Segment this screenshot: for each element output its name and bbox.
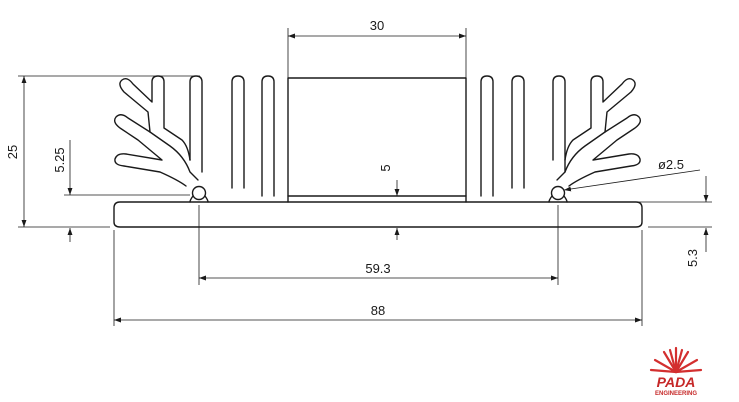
dim-text-5-3: 5.3 [685, 249, 700, 267]
hole-leader [563, 169, 701, 192]
logo-name: PADA [657, 374, 696, 390]
dim-text-5: 5 [378, 164, 393, 171]
dim-text-88: 88 [371, 303, 385, 318]
base-plate [113, 201, 643, 228]
fin-right-3 [552, 75, 566, 173]
fin-left-3 [189, 75, 203, 173]
fin-left-branched [113, 75, 191, 187]
dim-text-25: 25 [5, 145, 20, 159]
right-mounting-hole [550, 185, 566, 201]
fin-left-1 [261, 75, 275, 197]
company-logo: PADA ENGINEERING [649, 346, 703, 397]
center-block [287, 77, 467, 203]
dimension-lines [18, 28, 712, 326]
fin-right-branched [564, 75, 642, 187]
logo-subtitle: ENGINEERING [655, 391, 697, 397]
dim-text-30: 30 [370, 18, 384, 33]
dim-text-59-3: 59.3 [365, 261, 390, 276]
left-mounting-hole [191, 185, 207, 201]
fin-right-1 [480, 75, 494, 197]
fin-right-2 [511, 75, 525, 189]
dim-text-hole: ø2.5 [658, 157, 684, 172]
heatsink-profile [113, 75, 643, 228]
dim-text-5-25: 5.25 [52, 147, 67, 172]
fin-left-2 [231, 75, 245, 189]
logo-burst-icon [649, 346, 703, 374]
